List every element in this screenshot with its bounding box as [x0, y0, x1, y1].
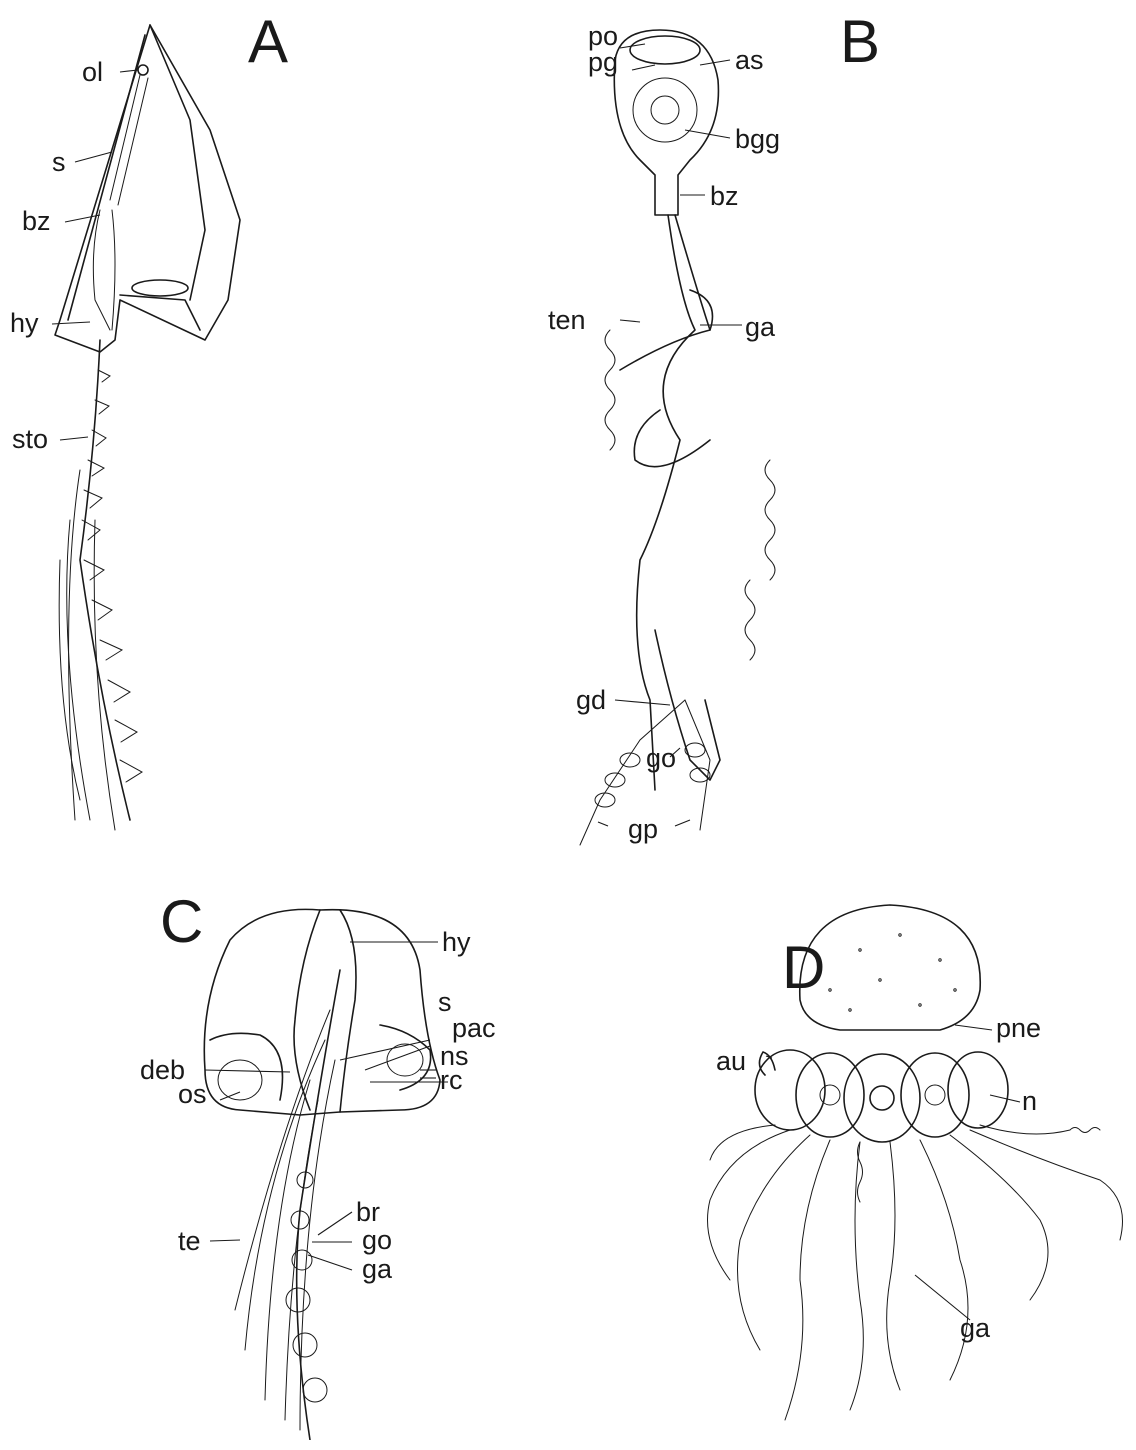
label-b-pg: pg [588, 48, 618, 76]
label-b-ga: ga [745, 313, 775, 341]
panel-d-drawing [560, 880, 1136, 1440]
label-c-br: br [356, 1198, 380, 1226]
label-b-ten: ten [548, 306, 586, 334]
label-d-au: au [716, 1047, 746, 1075]
label-b-bz: bz [710, 182, 739, 210]
label-a-hy: hy [10, 309, 39, 337]
label-b-as: as [735, 46, 764, 74]
label-d-ga: ga [960, 1314, 990, 1342]
panel-b-letter: B [840, 12, 880, 72]
label-b-bgg: bgg [735, 125, 780, 153]
label-d-n: n [1022, 1087, 1037, 1115]
panel-b: B po pg as bgg bz ten ga gd go gp [560, 0, 1136, 860]
panel-d: D pne au n ga [560, 880, 1136, 1440]
label-c-os: os [178, 1080, 207, 1108]
label-b-gd: gd [576, 686, 606, 714]
label-c-te: te [178, 1227, 201, 1255]
label-a-ol: ol [82, 58, 103, 86]
label-c-rc: rc [440, 1066, 463, 1094]
label-c-ga: ga [362, 1255, 392, 1283]
label-c-hy: hy [442, 928, 471, 956]
label-d-pne: pne [996, 1014, 1041, 1042]
label-a-s: s [52, 148, 66, 176]
panel-d-letter: D [782, 938, 825, 998]
label-b-go: go [646, 744, 676, 772]
panel-a-drawing [0, 0, 560, 860]
label-c-pac: pac [452, 1014, 496, 1042]
panel-a: A ol s bz hy sto [0, 0, 560, 860]
label-a-sto: sto [12, 425, 48, 453]
panel-c-letter: C [160, 892, 203, 952]
panel-b-drawing [560, 0, 1136, 860]
panel-c: C hy s pac ns deb rc os br te go ga [0, 880, 560, 1440]
panel-c-drawing [0, 880, 560, 1440]
label-c-go: go [362, 1226, 392, 1254]
label-c-s: s [438, 988, 452, 1016]
label-b-po: po [588, 22, 618, 50]
label-b-gp: gp [628, 815, 658, 843]
label-a-bz: bz [22, 207, 51, 235]
panel-a-letter: A [248, 12, 288, 72]
